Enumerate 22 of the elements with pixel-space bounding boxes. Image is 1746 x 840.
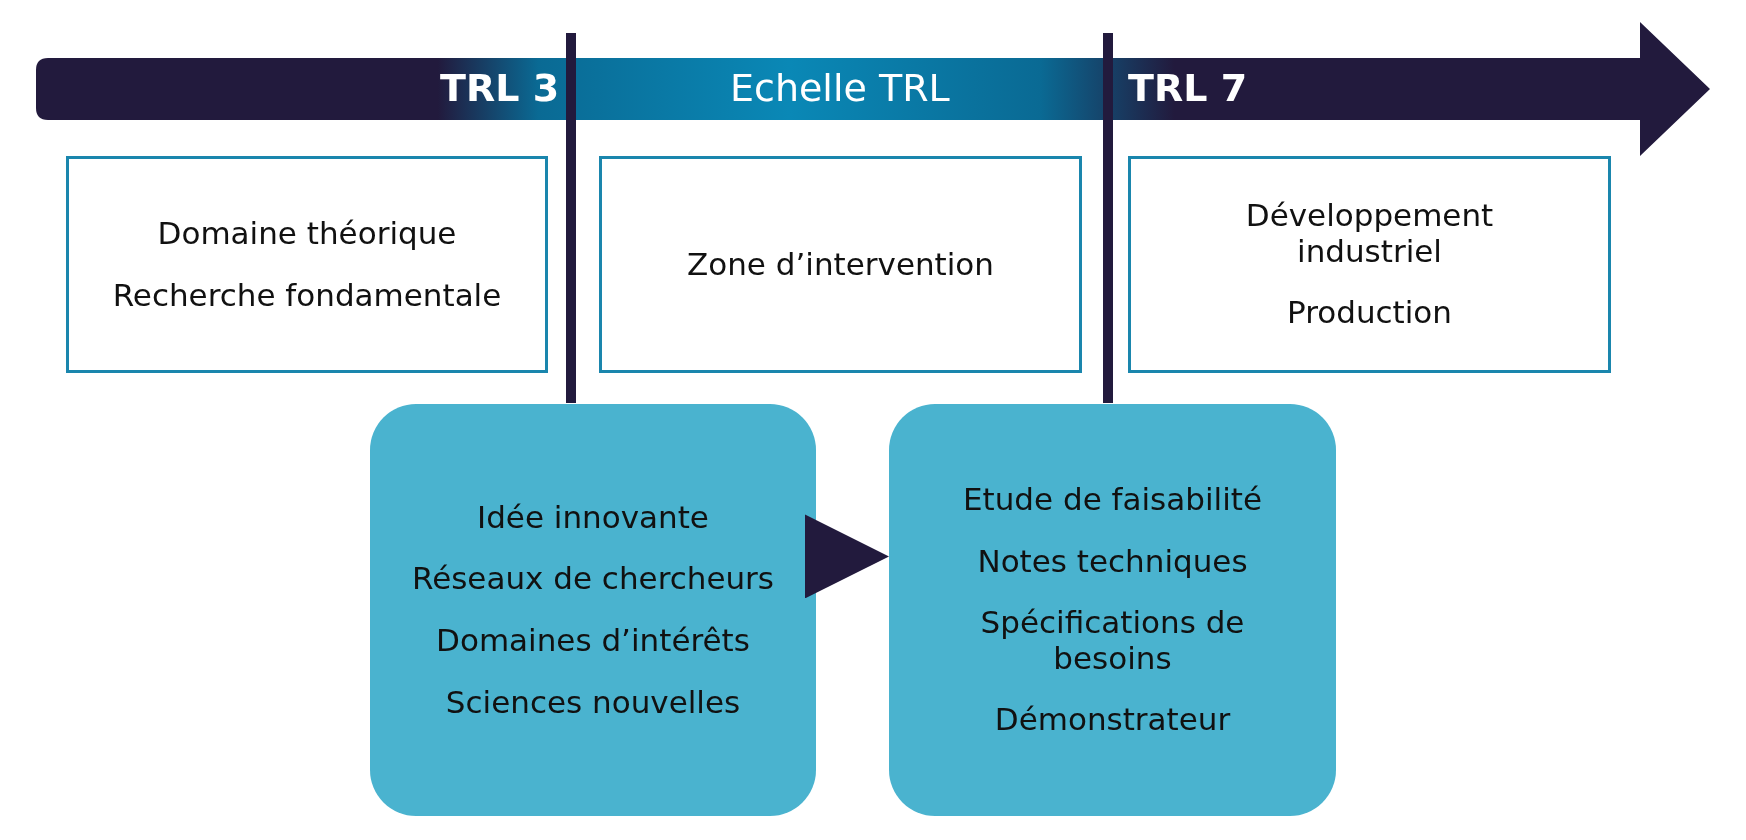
scale-marker: TRL 3 xyxy=(440,66,560,110)
box-text: Sciences nouvelles xyxy=(445,684,741,721)
box-text: Idée innovante xyxy=(477,499,709,536)
box-text: Spécifications de besoins xyxy=(979,605,1246,677)
domain-box xyxy=(599,156,1082,373)
box-text: Démonstrateur xyxy=(994,702,1231,739)
box-text: Zone d’intervention xyxy=(687,246,994,283)
box-text: Recherche fondamentale xyxy=(112,277,502,314)
box-text: Domaine théorique xyxy=(157,215,457,252)
box-text: Production xyxy=(1287,295,1452,331)
box-text: Développement industriel xyxy=(1244,198,1495,270)
stage-card xyxy=(370,404,816,816)
scale-marker: TRL 7 xyxy=(1128,66,1248,110)
stage-card xyxy=(889,404,1336,816)
box-text: Notes techniques xyxy=(977,543,1248,580)
arrow xyxy=(805,514,889,599)
scale-title: Echelle TRL xyxy=(730,66,950,110)
domain-box xyxy=(1128,156,1611,373)
box-text: Réseaux de chercheurs xyxy=(412,561,774,597)
box-text: Etude de faisabilité xyxy=(963,481,1262,518)
domain-box xyxy=(66,156,548,373)
box-text: Domaines d’intérêts xyxy=(436,623,750,659)
